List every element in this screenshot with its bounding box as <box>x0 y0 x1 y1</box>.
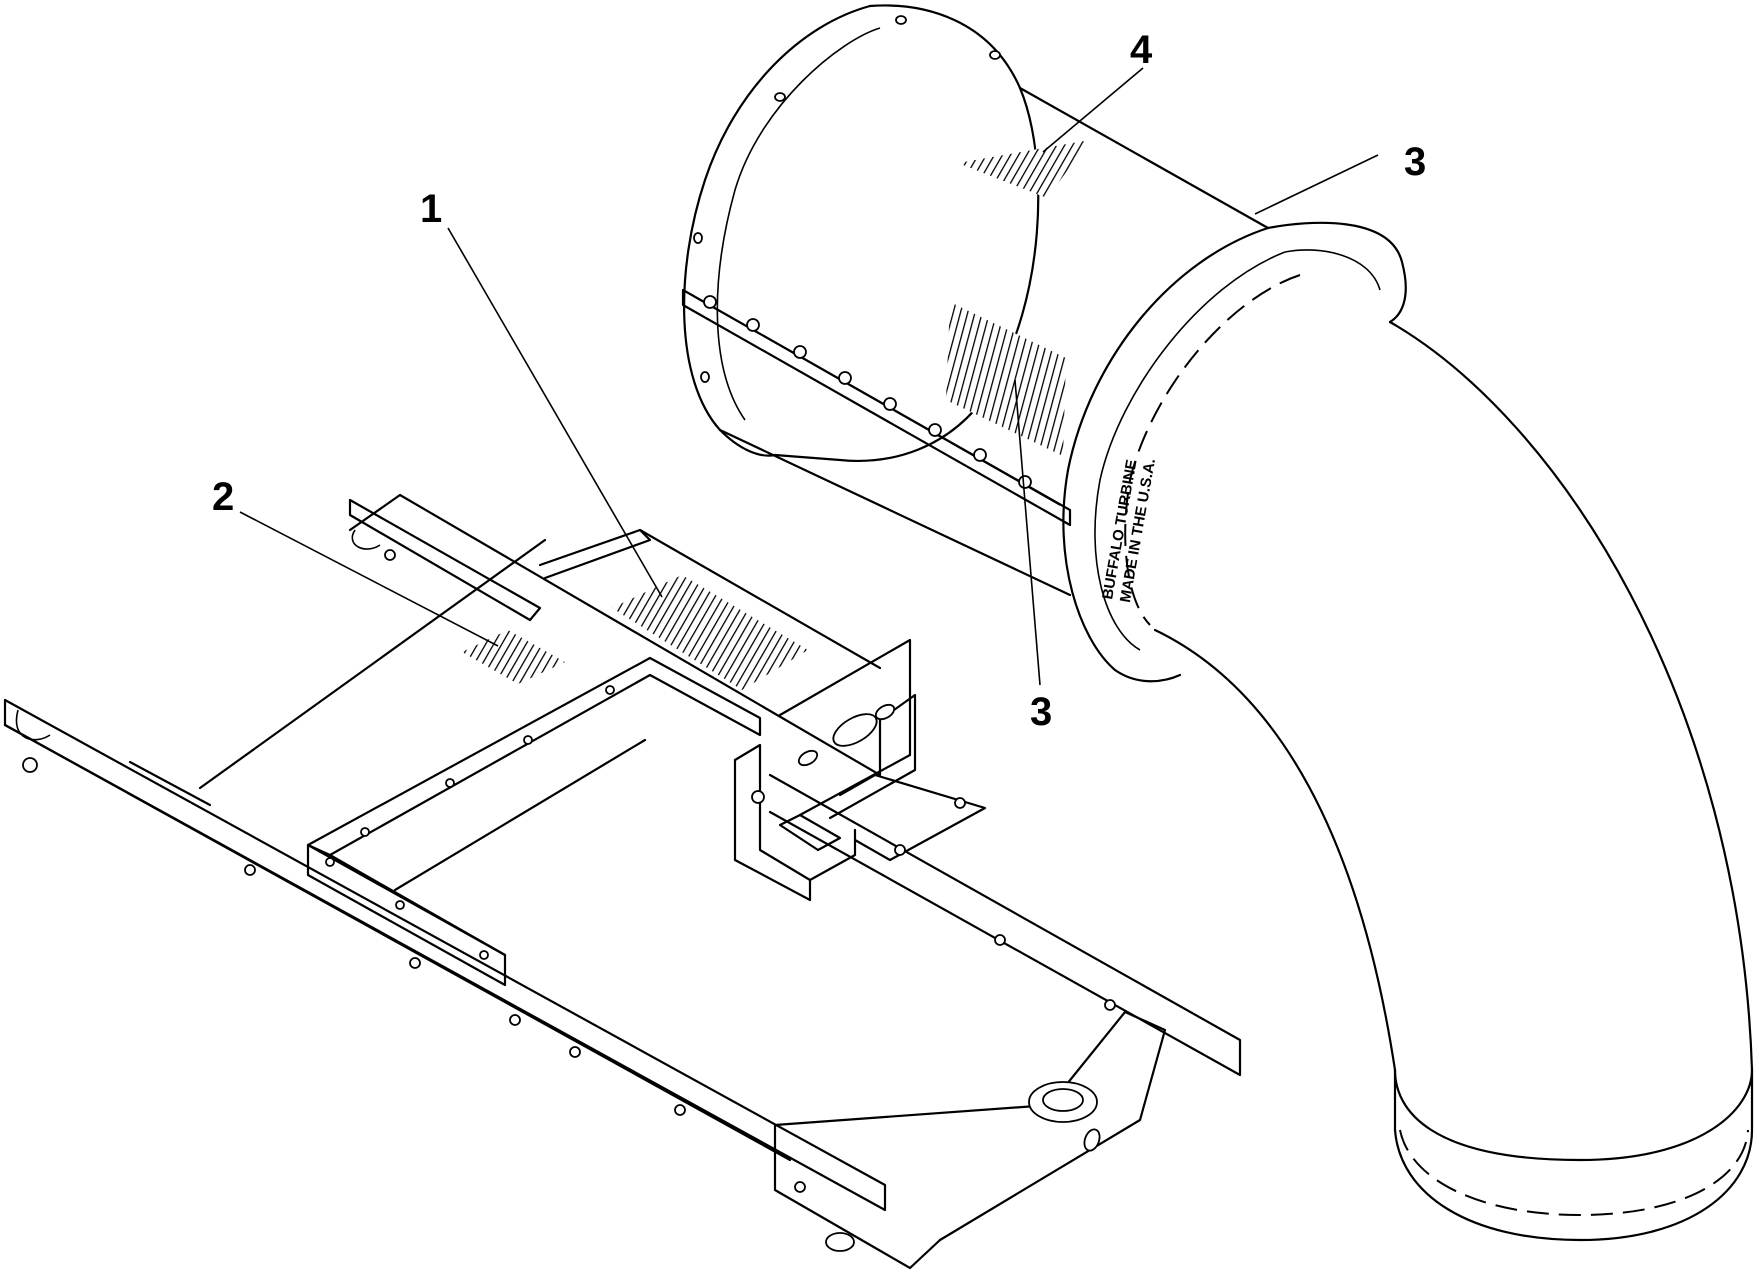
leader-1 <box>447 227 663 598</box>
callout-label-3b: 3 <box>1030 690 1052 734</box>
mounting-rail <box>681 288 1072 527</box>
callout-label-4: 4 <box>1130 28 1153 72</box>
decal-4 <box>958 140 1090 198</box>
leader-4 <box>1042 67 1144 153</box>
callout-label-3a: 3 <box>1404 140 1426 184</box>
leader-3a <box>1254 154 1379 215</box>
rear-flange-holes <box>693 15 1001 383</box>
blower-housing <box>681 4 1270 597</box>
leader-2 <box>239 511 499 647</box>
manufacturer-stamp: BUFFALO TURBINE MADE IN THE U.S.A. <box>1099 457 1159 604</box>
callout-label-1: 1 <box>420 187 442 231</box>
callout-leaders <box>239 67 1379 686</box>
discharge-elbow <box>1062 221 1754 1242</box>
decal-2 <box>462 630 565 684</box>
leader-3b <box>1014 379 1041 686</box>
decal-3-housing <box>946 302 1066 456</box>
decal-1 <box>612 575 808 690</box>
callout-labels: 1 2 3 3 4 <box>212 28 1426 734</box>
mounting-frame <box>3 493 1242 1270</box>
callout-label-2: 2 <box>212 475 234 519</box>
